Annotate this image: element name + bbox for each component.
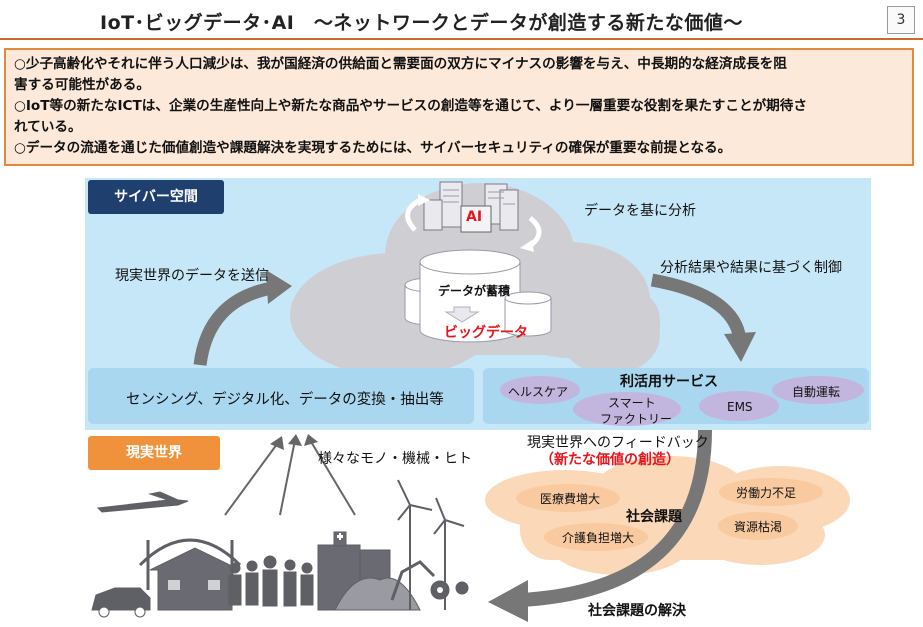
title-bar: IoT･ビッグデータ･AI ～ネットワークとデータが創造する新たな価値～ 3 bbox=[0, 0, 923, 40]
diagram-graphics bbox=[85, 178, 871, 622]
ai-label: AI bbox=[466, 209, 483, 225]
solution-label: 社会課題の解決 bbox=[588, 603, 686, 619]
service-factory-label: ファクトリー bbox=[600, 412, 673, 426]
control-label: 分析結果や結果に基づく制御 bbox=[660, 260, 842, 276]
issue-bubble-care bbox=[544, 523, 648, 551]
server-icon bbox=[423, 181, 519, 231]
social-issues-title: 社会課題 bbox=[626, 509, 682, 525]
new-value-label: （新たな価値の創造） bbox=[540, 452, 680, 468]
summary-line-3: ○IoT等の新たなICTは、企業の生産性向上や新たな商品やサービスの創造等を通じ… bbox=[14, 98, 807, 114]
robot-arm-icon bbox=[390, 560, 436, 601]
services-title: 利活用サービス bbox=[620, 374, 718, 390]
accumulate-arrow-icon bbox=[444, 306, 480, 323]
iot-diagram: サイバー空間 現実世界 AI データを基に分析 現実世界のデータを送信 データが… bbox=[0, 170, 923, 627]
service-healthcare-label: ヘルスケア bbox=[508, 385, 569, 399]
solution-arrow bbox=[519, 429, 712, 607]
bridge-icon bbox=[138, 538, 242, 567]
summary-line-4: れている。 bbox=[14, 119, 82, 135]
things-label: 様々なモノ・機械・ヒト bbox=[318, 451, 472, 467]
service-ems-label: EMS bbox=[727, 400, 753, 414]
page-number: 3 bbox=[887, 6, 915, 34]
service-autonomous bbox=[772, 376, 864, 404]
summary-line-2: 害する可能性がある。 bbox=[14, 77, 150, 93]
cycle-arrow-left bbox=[405, 197, 422, 232]
cyber-space-badge: サイバー空間 bbox=[88, 180, 224, 214]
big-data-label: ビッグデータ bbox=[444, 325, 528, 341]
issue-resources-label: 資源枯渇 bbox=[734, 520, 783, 534]
send-data-label: 現実世界のデータを送信 bbox=[115, 268, 269, 284]
service-healthcare bbox=[500, 376, 580, 404]
send-arrow bbox=[193, 281, 274, 366]
cycle-arrow-right bbox=[528, 216, 542, 248]
control-arrow bbox=[650, 273, 747, 342]
issue-bubble-labor bbox=[719, 478, 823, 506]
issue-medical-label: 医療費増大 bbox=[540, 492, 601, 506]
feedback-label: 現実世界へのフィードバック bbox=[527, 435, 709, 451]
house-icon bbox=[149, 547, 241, 611]
real-world-badge: 現実世界 bbox=[88, 436, 220, 470]
service-autonomous-label: 自動運転 bbox=[792, 385, 841, 399]
data-stored-label: データが蓄積 bbox=[438, 284, 511, 298]
service-smart-factory bbox=[573, 392, 681, 426]
issue-bubble-medical bbox=[516, 484, 620, 512]
issue-labor-label: 労働力不足 bbox=[736, 486, 797, 500]
issue-care-label: 介護負担増大 bbox=[562, 531, 635, 545]
airplane-icon bbox=[96, 491, 189, 513]
service-smart-label: スマート bbox=[608, 396, 656, 410]
summary-box: ○少子高齢化やそれに伴う人口減少は、我が国経済の供給面と需要面の双方にマイナスの… bbox=[4, 48, 914, 166]
summary-line-1: ○少子高齢化やそれに伴う人口減少は、我が国経済の供給面と需要面の双方にマイナスの… bbox=[14, 56, 787, 72]
service-ems bbox=[699, 391, 779, 421]
page-title: IoT･ビッグデータ･AI ～ネットワークとデータが創造する新たな価値～ bbox=[100, 12, 743, 34]
analyze-label: データを基に分析 bbox=[584, 203, 696, 219]
database-icon bbox=[404, 249, 552, 343]
issue-bubble-resources bbox=[718, 512, 798, 540]
sensing-box bbox=[88, 368, 474, 424]
car-icon bbox=[91, 587, 151, 611]
sensing-label: センシング、デジタル化、データの変換・抽出等 bbox=[126, 392, 444, 408]
summary-line-5: ○データの流通を通じた価値創造や課題解決を実現するためには、サイバーセキュリティ… bbox=[14, 140, 732, 156]
ai-box bbox=[460, 205, 492, 233]
title-underline bbox=[0, 38, 923, 40]
city-illustration bbox=[91, 479, 469, 618]
sensing-arrows bbox=[224, 439, 356, 516]
greenhouse-icon bbox=[334, 577, 421, 611]
people-icon bbox=[228, 555, 331, 607]
